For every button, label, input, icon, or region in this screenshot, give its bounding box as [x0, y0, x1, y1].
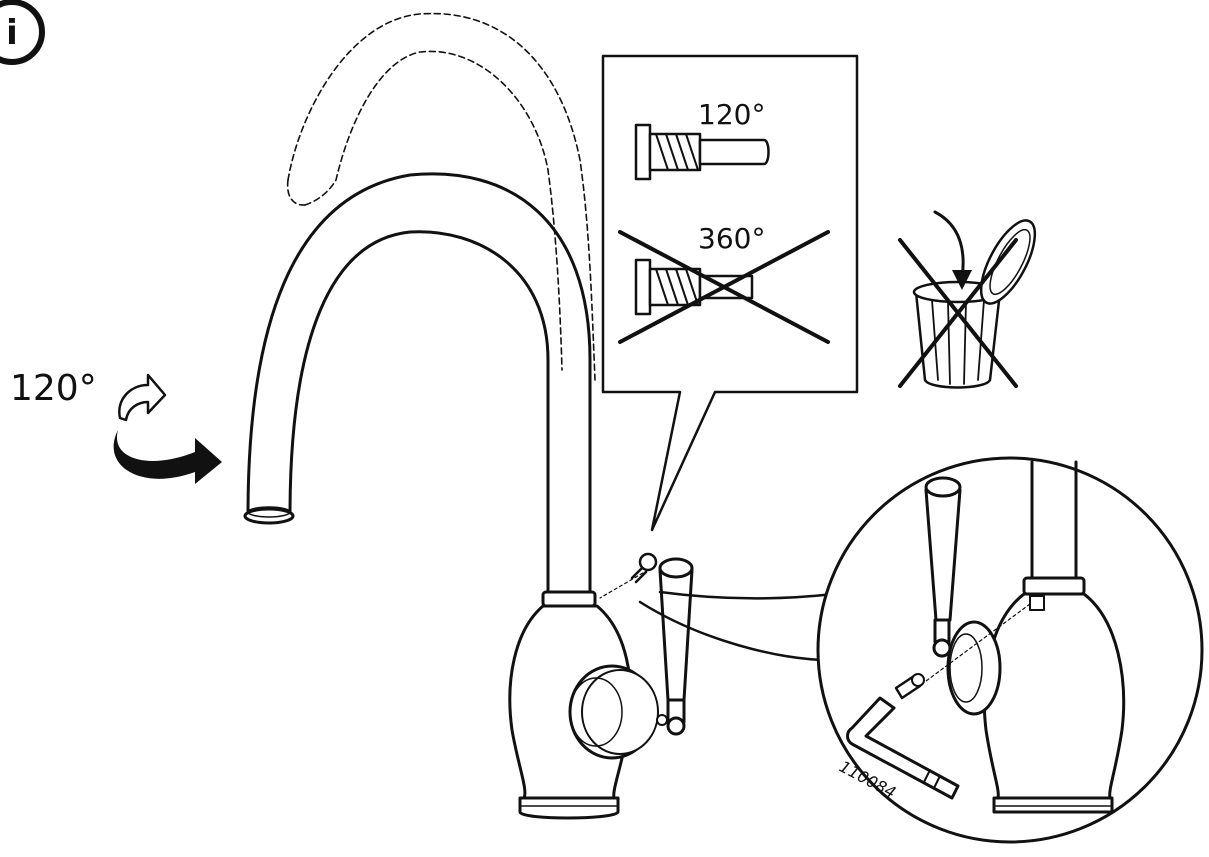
curved-rotate-arrow-icon	[113, 373, 222, 484]
detail-contents: 110084	[836, 460, 1126, 814]
spout-rotation-label: 120°	[10, 368, 97, 409]
detail-screw	[894, 673, 925, 700]
trash-bin-icon	[912, 210, 1037, 389]
screw-allowed-icon: 120°	[634, 98, 770, 181]
ghost-spout	[286, 12, 596, 381]
info-icon: i	[0, 0, 45, 65]
spout	[243, 172, 592, 597]
info-symbol: i	[6, 13, 18, 53]
set-screw	[599, 552, 658, 599]
allowed-angle-label: 120°	[698, 98, 765, 131]
cross-out-icon	[898, 238, 1018, 388]
faucet-body	[508, 557, 694, 820]
cross-out-icon	[618, 230, 830, 344]
forbidden-angle-label: 360°	[698, 222, 765, 255]
